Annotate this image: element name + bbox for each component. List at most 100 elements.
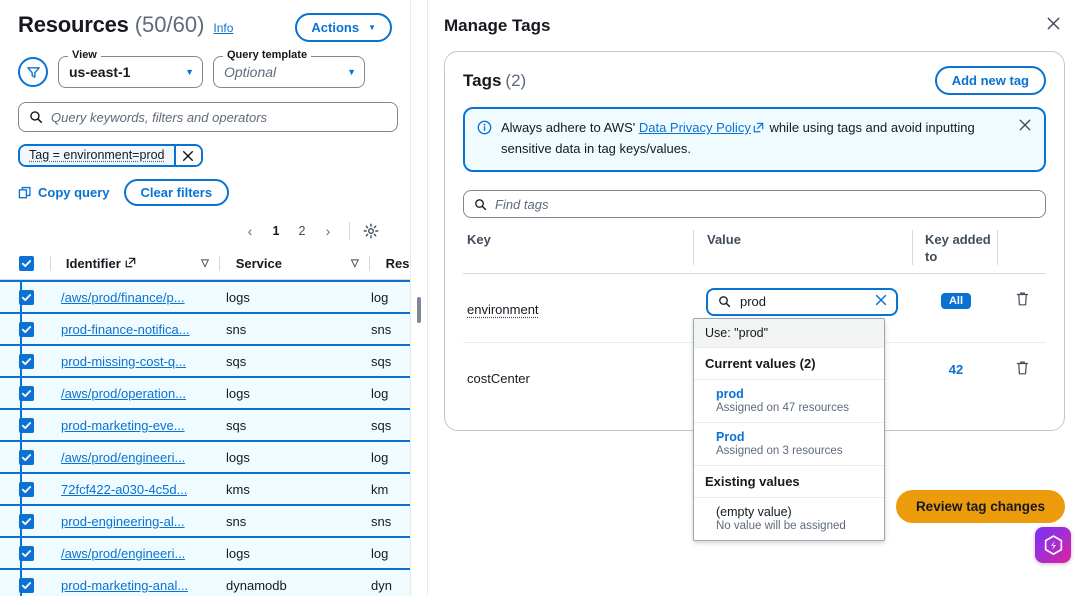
info-link[interactable]: Info [213, 21, 234, 35]
row-checkbox[interactable] [0, 577, 48, 593]
resource-identifier-link[interactable]: /aws/prod/engineeri... [61, 545, 186, 561]
resources-table: Identifier ▽ Service ▽ [0, 248, 410, 605]
divider [997, 230, 998, 265]
alert-text-before: Always adhere to AWS' [501, 120, 639, 135]
column-header-service[interactable]: Service ▽ [222, 256, 367, 271]
row-checkbox[interactable] [0, 385, 48, 401]
row-checkbox[interactable] [0, 545, 48, 561]
resource-identifier-link[interactable]: prod-finance-notifica... [61, 321, 190, 337]
column-header-resource[interactable]: Res: [372, 256, 410, 271]
view-value: us-east-1 [69, 64, 131, 80]
resource-type: log [371, 385, 389, 401]
row-checkbox[interactable] [0, 353, 48, 369]
data-privacy-policy-link[interactable]: Data Privacy Policy [638, 120, 751, 135]
tag-value-dropdown[interactable]: Use: "prod" Current values (2) prod Assi… [693, 317, 885, 541]
select-all-checkbox[interactable] [0, 256, 48, 271]
actions-button[interactable]: Actions ▼ [295, 13, 392, 42]
key-added-to-count-link[interactable]: 42 [948, 361, 964, 377]
external-link-icon [753, 119, 764, 139]
pagination-next[interactable]: › [325, 223, 331, 239]
resource-type: sns [371, 513, 392, 529]
add-new-tag-button[interactable]: Add new tag [934, 66, 1046, 95]
column-header-identifier-label: Identifier [65, 256, 121, 271]
chevron-down-icon: ▼ [368, 22, 376, 32]
resource-identifier-link[interactable]: /aws/prod/engineeri... [61, 449, 186, 465]
tag-value-input[interactable]: prod [706, 287, 898, 316]
delete-tag-button[interactable] [998, 357, 1046, 376]
query-template-select[interactable]: Query template Optional ▼ [213, 49, 365, 88]
close-icon[interactable] [1012, 118, 1032, 159]
search-icon [719, 296, 731, 308]
tags-title: Tags [463, 70, 502, 90]
resource-type: sqs [371, 353, 392, 369]
funnel-icon[interactable] [18, 57, 48, 87]
dropdown-option-prod[interactable]: prod Assigned on 47 resources [694, 380, 884, 423]
search-icon [475, 198, 487, 210]
query-search-input[interactable]: Query keywords, filters and operators [18, 102, 398, 132]
status-badge[interactable]: All [940, 292, 972, 309]
view-label: View [68, 49, 101, 61]
column-header-resource-label: Res [385, 256, 410, 271]
dropdown-option-empty-value[interactable]: (empty value) No value will be assigned [694, 498, 884, 540]
resource-identifier-link[interactable]: prod-engineering-al... [61, 513, 185, 529]
filter-controls-row: View us-east-1 ▼ Query template Optional… [18, 49, 396, 88]
sort-icon[interactable]: ▽ [351, 258, 359, 269]
clear-filters-button[interactable]: Clear filters [123, 179, 230, 206]
row-checkbox[interactable] [0, 449, 48, 465]
dropdown-option-label: Prod [716, 429, 745, 444]
tag-key-cell: environment [463, 288, 693, 332]
close-icon[interactable] [175, 146, 201, 165]
row-checkbox[interactable] [0, 321, 48, 337]
resource-identifier-link[interactable]: prod-marketing-eve... [61, 417, 185, 433]
copy-query-label: Copy query [38, 185, 110, 200]
pagination-page-1[interactable]: 1 [272, 224, 280, 238]
dropdown-group-current-values: Current values (2) [694, 348, 884, 380]
resource-identifier-link[interactable]: /aws/prod/finance/p... [61, 289, 185, 305]
copy-query-button[interactable]: Copy query [18, 185, 110, 200]
resize-grip[interactable] [417, 297, 421, 323]
row-checkbox[interactable] [0, 289, 48, 305]
dropdown-option-prod-capital[interactable]: Prod Assigned on 3 resources [694, 423, 884, 466]
resource-service: dynamodb [226, 577, 287, 593]
external-link-icon [125, 256, 136, 271]
column-header-identifier[interactable]: Identifier ▽ [53, 256, 217, 271]
query-search-placeholder: Query keywords, filters and operators [51, 109, 268, 125]
view-select[interactable]: View us-east-1 ▼ [58, 49, 203, 88]
review-tag-changes-button[interactable]: Review tag changes [895, 490, 1065, 523]
column-header-key-added-to: Key added to [925, 232, 991, 264]
amazon-q-icon[interactable] [1035, 527, 1071, 563]
panel-resize-divider[interactable] [410, 0, 428, 605]
row-checkbox[interactable] [0, 481, 48, 497]
filter-chip-tag[interactable]: Tag = environment=prod [18, 144, 203, 167]
gear-icon[interactable] [360, 220, 382, 242]
resource-identifier-link[interactable]: prod-missing-cost-q... [61, 353, 186, 369]
resource-identifier-link[interactable]: 72fcf422-a030-4c5d... [61, 481, 188, 497]
resource-identifier-link[interactable]: prod-marketing-anal... [61, 577, 189, 593]
dropdown-use-option[interactable]: Use: "prod" [694, 318, 884, 348]
pagination-prev[interactable]: ‹ [247, 223, 253, 239]
close-icon[interactable] [874, 293, 888, 310]
resources-header: Resources (50/60) Info Actions ▼ [18, 12, 396, 42]
divider [349, 222, 350, 240]
divider [912, 230, 913, 265]
resource-identifier-link[interactable]: /aws/prod/operation... [61, 385, 187, 401]
sort-icon[interactable]: ▽ [201, 258, 209, 269]
pagination-page-2[interactable]: 2 [298, 224, 306, 238]
row-checkbox[interactable] [0, 513, 48, 529]
delete-tag-button[interactable] [998, 288, 1046, 307]
find-tags-input[interactable]: Find tags [463, 190, 1046, 219]
close-icon[interactable] [1042, 14, 1065, 38]
row-checkbox[interactable] [0, 417, 48, 433]
